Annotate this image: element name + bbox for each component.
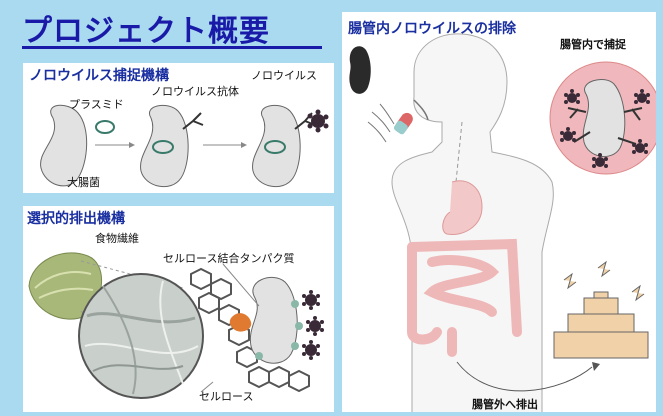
plasmid-label: プラスミド <box>69 98 124 111</box>
capture-mechanism-title: ノロウイルス捕捉機構 <box>29 68 169 84</box>
antibody-1 <box>182 112 204 130</box>
cellulose-chain <box>190 267 310 393</box>
capture-in-gut-label: 腸管内で捕捉 <box>560 38 626 51</box>
gut-removal-panel: 腸管内ノロウイルスの排除 腸管内で捕捉 腸管外へ排出 <box>342 12 656 412</box>
fiber-microscope-view <box>78 273 204 399</box>
cellulose-label: セルロース <box>199 390 254 403</box>
plasmid-ring <box>95 120 115 134</box>
page-title: プロジェクト概要 <box>22 14 270 49</box>
gut-removal-diagram <box>349 33 656 412</box>
antibody-label: ノロウイルス抗体 <box>151 85 239 98</box>
smell-marks <box>563 260 645 302</box>
norovirus-in-zoom <box>560 89 650 168</box>
norovirus-label: ノロウイルス <box>251 69 317 82</box>
norovirus-bound <box>302 290 324 360</box>
selective-excretion-panel: 選択的排出機構 食物繊維 セルロース結合タンパク質 セルロース <box>23 206 334 412</box>
capsule-pill <box>393 112 413 135</box>
intestines <box>407 238 522 357</box>
feces-stack <box>553 291 649 359</box>
capture-mechanism-diagram <box>40 104 329 188</box>
title-underline <box>22 46 322 49</box>
ecoli-cell-3 <box>252 104 301 188</box>
ecoli-cell-2 <box>140 104 189 188</box>
norovirus-particle <box>307 109 329 133</box>
plasmid-in-cell-2 <box>152 140 174 154</box>
ecoli-label: 大腸菌 <box>67 176 100 189</box>
cellulose-binding-protein-label: セルロース結合タンパク質 <box>163 252 295 265</box>
capture-mechanism-panel: ノロウイルス捕捉機構 プラスミド ノロウイルス抗体 ノロウイルス 大腸菌 <box>23 63 334 193</box>
selective-excretion-title: 選択的排出機構 <box>27 211 125 227</box>
black-bacterium <box>349 46 371 94</box>
gut-zoom-circle <box>549 61 656 175</box>
excrete-label: 腸管外へ排出 <box>472 398 538 411</box>
selective-excretion-diagram <box>28 252 324 399</box>
stomach <box>442 180 483 236</box>
plasmid-in-cell-3 <box>264 140 286 154</box>
gut-removal-title: 腸管内ノロウイルスの排除 <box>348 21 516 37</box>
cellulose-binding-protein <box>229 313 252 332</box>
cabbage-image <box>28 252 102 320</box>
ecoli-cell-binding <box>249 276 298 364</box>
ecoli-cell-1 <box>40 104 88 187</box>
dietary-fiber-label: 食物繊維 <box>95 232 139 245</box>
